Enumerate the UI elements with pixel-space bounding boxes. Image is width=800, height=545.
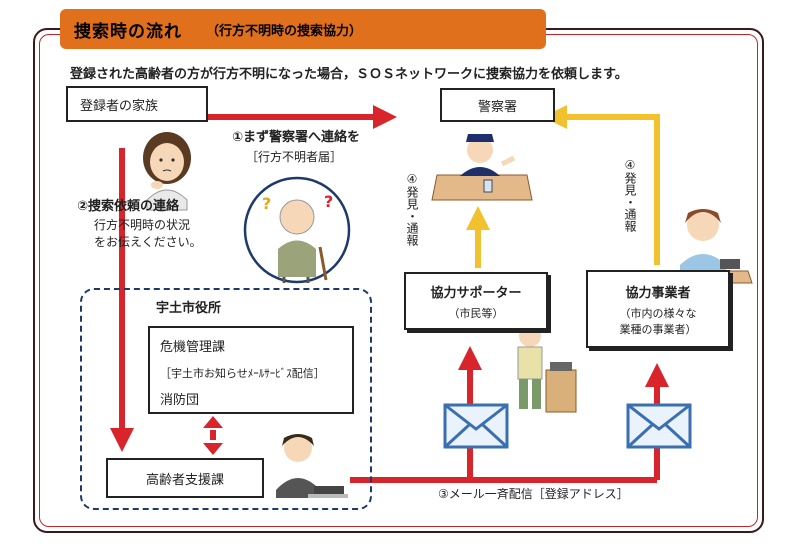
supporter-sub: （市民等） <box>448 306 504 320</box>
police-label: 警察署 <box>477 99 517 115</box>
svg-text:?: ? <box>262 194 271 213</box>
svg-text:?: ? <box>324 192 333 211</box>
arrowhead-down <box>203 443 223 455</box>
crisis-management-box: 危機管理課 ［宇土市お知らせﾒｰﾙｻｰﾋﾞｽ配信］ 消防団 <box>148 326 354 414</box>
envelope-icon <box>443 403 509 449</box>
business-sub-2: 業種の事業者） <box>619 322 697 336</box>
business-title: 協力事業者 <box>625 285 691 301</box>
step1-title: ①まず警察署へ連絡を <box>232 130 361 145</box>
header-banner: 捜索時の流れ （行方不明時の捜索協力） <box>60 9 546 49</box>
intro-text: 登録された高齢者の方が行方不明になった場合，ＳＯＳネットワークに捜索協力を依頼し… <box>70 67 628 82</box>
elderly-support-label: 高齢者支援課 <box>145 472 224 488</box>
arrowhead-up <box>203 416 223 428</box>
staff-phone-icon <box>276 434 348 498</box>
page-title: 捜索時の流れ <box>74 21 182 42</box>
city-office-group <box>80 288 372 510</box>
mail-service-label: ［宇土市お知らせﾒｰﾙｻｰﾋﾞｽ配信］ <box>160 367 325 380</box>
envelope-icon <box>626 403 692 449</box>
supporter-box: 協力サポーター （市民等） <box>404 272 548 330</box>
page-subtitle: （行方不明時の捜索協力） <box>206 23 363 39</box>
police-officer-icon <box>431 134 533 201</box>
step4-left-label: ④発見・通報 <box>405 172 419 246</box>
arrow-business-to-police <box>543 105 660 265</box>
elderly-support-box: 高齢者支援課 <box>106 458 264 498</box>
step4-right-label: ④発見・通報 <box>623 158 637 232</box>
supporter-title: 協力サポーター <box>430 285 522 301</box>
step2-line1: 行方不明時の状況 <box>94 218 191 232</box>
fire-brigade-label: 消防団 <box>160 393 200 408</box>
worried-woman-icon <box>143 132 191 211</box>
police-box: 警察署 <box>440 88 555 122</box>
step2-line2: をお伝えください。 <box>94 235 202 249</box>
family-label: 登録者の家族 <box>80 98 159 114</box>
business-box: 協力事業者 （市内の様々な 業種の事業者） <box>586 270 730 348</box>
crisis-dept-label: 危機管理課 <box>160 340 226 355</box>
elderly-man-icon: ? ? <box>243 176 351 284</box>
business-sub-1: （市内の様々な <box>619 306 697 320</box>
step3-label: ③メール一斉配信［登録アドレス］ <box>438 487 629 501</box>
city-office-label: 宇土市役所 <box>156 301 222 316</box>
step1-sub: ［行方不明者届］ <box>246 150 343 164</box>
citizen-phone-icon <box>517 325 577 413</box>
family-box: 登録者の家族 <box>66 86 208 122</box>
step2-title: ②捜索依頼の連絡 <box>77 199 180 214</box>
